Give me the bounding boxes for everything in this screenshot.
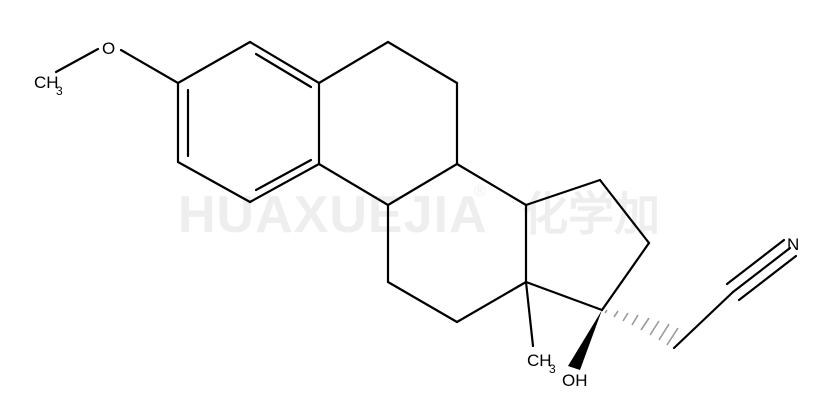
bond-c4-c5-double: [254, 52, 313, 89]
bond-c-n-1: [731, 246, 792, 294]
bond-o-c3: [119, 48, 180, 85]
watermark-cjk: 化学加: [522, 187, 660, 241]
bond-c14-c15: [524, 178, 602, 207]
atom-nitrile-nitrogen: N: [787, 235, 799, 254]
bond-c1-c2: [176, 160, 252, 204]
atom-methyl-left: CH 3: [34, 73, 63, 98]
bond-c14-c8: [455, 162, 528, 207]
bond-c6-c7: [386, 40, 459, 85]
bond-ch2-cn: [672, 290, 735, 350]
bond-ch3-o: [54, 47, 100, 74]
atom-methyl-left-main: CH: [34, 73, 59, 92]
bond-c8-c9: [386, 162, 459, 207]
atom-angular-methyl-sub: 3: [549, 362, 556, 376]
watermark: HUAXUEJIA ® 化学加: [178, 183, 660, 244]
bond-c13-ch3: [524, 280, 535, 348]
bond-c9-c10: [317, 162, 390, 207]
bond-c16-c17: [600, 241, 651, 312]
bond-c12-c13: [455, 280, 528, 324]
bond-c10-c1: [248, 162, 321, 204]
bond-c11-c12: [386, 280, 459, 324]
atom-hydroxyl: OH: [562, 371, 588, 390]
watermark-latin: HUAXUEJIA: [178, 186, 488, 244]
bond-c4-c5: [248, 40, 321, 85]
hashed-wedge-c17-ch2: [604, 309, 679, 346]
bond-c5-c6: [317, 40, 390, 85]
solid-wedge-c17-oh: [568, 310, 602, 370]
atom-methyl-left-sub: 3: [56, 84, 63, 98]
bond-c10-c1-double: [254, 158, 313, 192]
bond-c3-c4: [176, 40, 252, 85]
bond-c-n-2: [725, 238, 786, 286]
bond-c17-c13: [524, 280, 604, 312]
atom-angular-methyl: CH 3: [527, 351, 556, 376]
atom-methoxy-oxygen: O: [102, 39, 115, 58]
watermark-registered-mark: ®: [474, 183, 486, 200]
atom-angular-methyl-main: CH: [527, 351, 552, 370]
bond-c-n-3: [737, 254, 798, 302]
bond-c15-c16: [598, 178, 651, 245]
atom-labels: O CH 3 CH 3 OH N: [34, 39, 799, 390]
bond-set: [54, 40, 798, 350]
